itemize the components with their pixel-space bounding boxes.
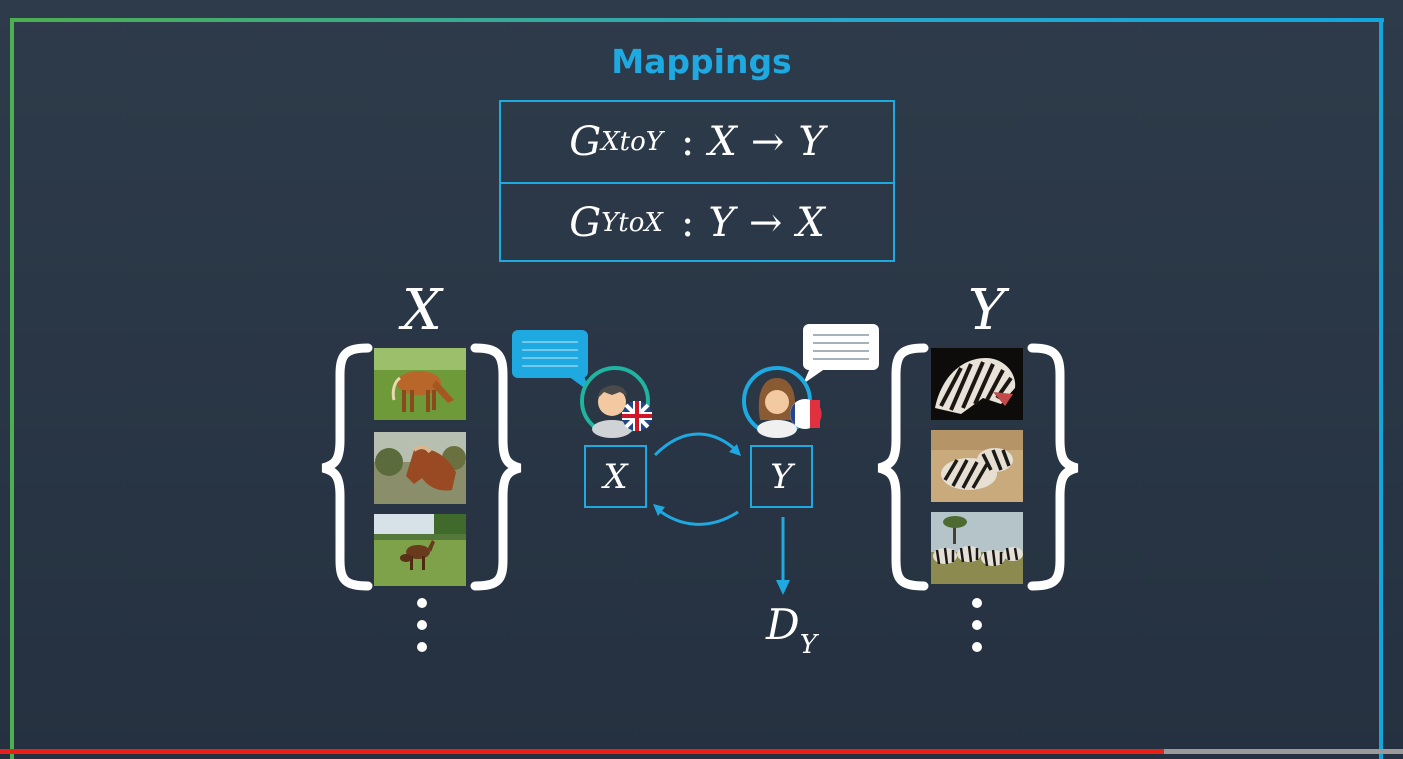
- zebras-lying-illustration: [931, 430, 1023, 502]
- left-brace-icon: [321, 343, 373, 591]
- right-brace-icon: [470, 343, 522, 591]
- left-brace-icon: [877, 343, 929, 591]
- colon-symbol: :: [680, 200, 695, 246]
- zebra-head-image: [931, 348, 1023, 420]
- frame-left-border: [10, 18, 14, 759]
- domain-y-label: Y: [968, 278, 1005, 343]
- speech-bubble-icon: [803, 324, 879, 384]
- g-symbol: G: [569, 200, 602, 246]
- zebras-lying-image: [931, 430, 1023, 502]
- horses-in-field-image: [374, 514, 466, 586]
- arrow-y-to-x: [655, 506, 739, 526]
- horse-head-image: [374, 432, 466, 504]
- frame-top-border: [10, 18, 1384, 22]
- g-subscript: XtoY: [601, 127, 663, 157]
- colon-symbol: :: [680, 119, 695, 165]
- g-subscript: YtoX: [601, 208, 663, 238]
- uk-flag-icon: [622, 401, 652, 431]
- right-brace-icon: [1027, 343, 1079, 591]
- frame-right-border: [1379, 18, 1383, 759]
- slide-title: Mappings: [611, 42, 792, 81]
- video-progress-fill: [0, 749, 1165, 754]
- node-y: Y: [750, 445, 813, 508]
- arrow-symbol: →: [750, 119, 785, 165]
- arrow-x-to-y: [653, 432, 740, 457]
- discriminator-subscript: Y: [799, 630, 817, 660]
- horse-grazing-image: [374, 348, 466, 420]
- speech-bubble-icon: [512, 330, 590, 392]
- ellipsis-icon: [972, 598, 982, 652]
- horse-head-illustration: [374, 432, 466, 504]
- mapping-from: X: [708, 119, 737, 165]
- mapping-to: Y: [798, 119, 825, 165]
- node-x: X: [584, 445, 647, 508]
- g-symbol: G: [569, 119, 602, 165]
- mapping-from: Y: [708, 200, 735, 246]
- discriminator-symbol: D: [766, 600, 800, 649]
- mapping-to: X: [796, 200, 825, 246]
- discriminator-label: DY: [766, 600, 817, 660]
- france-flag-icon: [790, 399, 822, 429]
- ellipsis-icon: [417, 598, 427, 652]
- arrow-symbol: →: [748, 200, 783, 246]
- horse-grazing-illustration: [374, 348, 466, 420]
- horses-in-field-illustration: [374, 514, 466, 586]
- domain-x-label: X: [402, 278, 442, 343]
- zebra-herd-image: [931, 512, 1023, 584]
- zebra-head-illustration: [931, 348, 1023, 420]
- video-progress-bar[interactable]: [0, 749, 1403, 754]
- zebra-herd-illustration: [931, 512, 1023, 584]
